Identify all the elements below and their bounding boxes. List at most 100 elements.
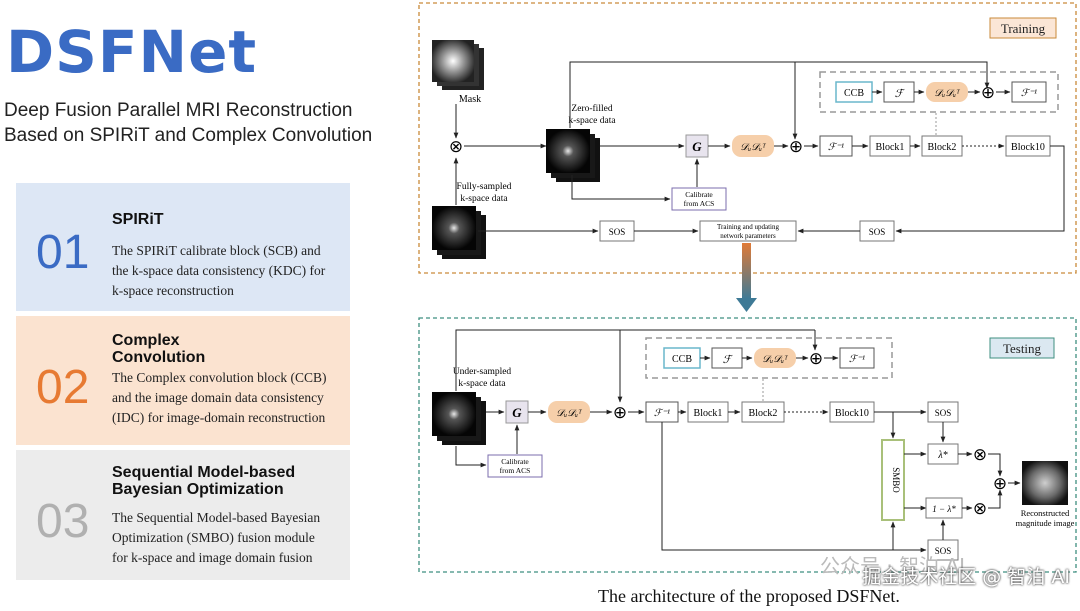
sos-label: SOS bbox=[935, 408, 952, 418]
mask-image bbox=[432, 40, 484, 90]
fft-label: ℱ bbox=[895, 88, 906, 100]
dd-region-testing bbox=[754, 348, 796, 368]
card-title-line: Sequential Model-based bbox=[112, 464, 296, 481]
reconstructed-image bbox=[1022, 461, 1068, 505]
dd-label: 𝒟ᵤ𝒟ᵤᵀ bbox=[934, 88, 961, 99]
reconstructed-label-1: Reconstructed bbox=[1021, 508, 1070, 518]
card-title-line: Bayesian Optimization bbox=[112, 481, 284, 498]
data-consistency-testing bbox=[548, 401, 590, 423]
oplus-fusion: ⊕ bbox=[993, 474, 1007, 493]
calibrate-label: from ACS bbox=[684, 199, 715, 208]
card-title: Complex Convolution bbox=[112, 332, 205, 366]
otimes-top: ⊗ bbox=[973, 445, 987, 464]
card-desc-line: for k-space and image domain fusion bbox=[112, 550, 313, 565]
block1-label: Block1 bbox=[876, 142, 905, 153]
watermark-secondary: 公众号 · 智泊 AI bbox=[820, 554, 966, 578]
card-desc-line: The SPIRiT calibrate block (SCB) and bbox=[112, 243, 321, 258]
card-description: The SPIRiT calibrate block (SCB) and the… bbox=[112, 241, 344, 301]
ifft-label: ℱ⁻¹ bbox=[828, 142, 844, 153]
oplus-ccb-training: ⊕ bbox=[981, 83, 995, 102]
ifft-label: ℱ⁻¹ bbox=[1021, 88, 1037, 99]
subtitle-line-1: Deep Fusion Parallel MRI Reconstruction bbox=[4, 100, 353, 121]
fully-sampled-label-1: Fully-sampled bbox=[457, 182, 512, 192]
calibrate-label: Calibrate bbox=[685, 190, 713, 199]
smbo-block bbox=[881, 439, 905, 521]
zero-filled-label-1: Zero-filled bbox=[571, 103, 612, 114]
training-tag bbox=[989, 17, 1057, 39]
training-update-block bbox=[699, 220, 797, 242]
card-number: 01 bbox=[36, 226, 90, 279]
card-desc-line: The Sequential Model-based Bayesian bbox=[112, 510, 321, 525]
calibrate-block-training bbox=[671, 187, 727, 211]
g-label: G bbox=[692, 139, 702, 154]
zero-filled-kspace bbox=[546, 129, 600, 182]
training-label: Training bbox=[1001, 21, 1046, 36]
fully-sampled-label-2: k-space data bbox=[460, 194, 508, 204]
fft-label: ℱ bbox=[723, 354, 734, 366]
block2-label: Block2 bbox=[749, 408, 778, 419]
oplus-ccb-testing: ⊕ bbox=[809, 349, 823, 368]
ifft-ccb-training bbox=[1011, 81, 1047, 103]
dd-label: 𝒟ᵤ𝒟ᵤᵀ bbox=[556, 408, 583, 419]
card-desc-line: k-space reconstruction bbox=[112, 283, 234, 298]
g-label: G bbox=[512, 405, 522, 420]
ccb-label: CCB bbox=[672, 354, 692, 365]
ccb-region-training bbox=[819, 71, 1059, 113]
training-update-label: Training and updating bbox=[717, 223, 779, 231]
card-title: SPIRiT bbox=[112, 211, 164, 228]
calibrate-label: from ACS bbox=[500, 466, 531, 475]
card-desc-line: Optimization (SMBO) fusion module bbox=[112, 530, 315, 545]
card-title-line: SPIRiT bbox=[112, 211, 164, 228]
card-number: 02 bbox=[36, 361, 90, 414]
card-title: Sequential Model-based Bayesian Optimiza… bbox=[112, 464, 295, 498]
card-desc-line: and the image domain data consistency bbox=[112, 390, 324, 405]
testing-tag bbox=[989, 337, 1055, 359]
ifft-ccb-testing bbox=[839, 347, 875, 369]
diagram-caption: The architecture of the proposed DSFNet. bbox=[598, 586, 900, 606]
ifft-label: ℱ⁻¹ bbox=[654, 408, 670, 419]
block10-label: Block10 bbox=[1011, 142, 1045, 153]
feature-card-smbo: 03 Sequential Model-based Bayesian Optim… bbox=[16, 450, 350, 580]
testing-frame bbox=[418, 317, 1077, 573]
card-desc-line: (IDC) for image-domain reconstruction bbox=[112, 410, 326, 425]
page-subtitle: Deep Fusion Parallel MRI Reconstruction … bbox=[4, 98, 404, 148]
card-title-line: Complex bbox=[112, 332, 180, 349]
fully-sampled-kspace bbox=[432, 206, 486, 259]
ccb-label: CCB bbox=[844, 88, 864, 99]
under-sampled-kspace bbox=[432, 392, 486, 445]
under-sampled-label-1: Under-sampled bbox=[453, 367, 512, 377]
otimes-bottom: ⊗ bbox=[973, 499, 987, 518]
reconstructed-label-2: magnitude image bbox=[1016, 518, 1075, 528]
feature-card-complex-convolution: 02 Complex Convolution The Complex convo… bbox=[16, 316, 350, 445]
zero-filled-label-2: k-space data bbox=[568, 116, 616, 126]
dd-label: 𝒟ᵤ𝒟ᵤᵀ bbox=[740, 142, 767, 153]
ccb-region-testing bbox=[645, 337, 893, 379]
mask-label: Mask bbox=[459, 94, 481, 105]
sos-label: SOS bbox=[609, 227, 626, 237]
sos-label: SOS bbox=[869, 227, 886, 237]
card-desc-line: The Complex convolution block (CCB) bbox=[112, 370, 327, 385]
smbo-label: SMBO bbox=[891, 467, 901, 493]
transition-arrow-head bbox=[736, 298, 757, 312]
page-title: DSFNet bbox=[6, 18, 258, 86]
oplus-training: ⊕ bbox=[789, 137, 803, 156]
sos-label: SOS bbox=[935, 546, 952, 556]
card-description: The Complex convolution block (CCB) and … bbox=[112, 368, 344, 428]
training-update-label: network parameters bbox=[720, 232, 776, 240]
testing-label: Testing bbox=[1003, 341, 1042, 356]
card-description: The Sequential Model-based Bayesian Opti… bbox=[112, 508, 344, 568]
block2-label: Block2 bbox=[928, 142, 957, 153]
dd-region-training bbox=[926, 82, 968, 102]
lambda-label: λ* bbox=[937, 450, 947, 461]
feature-card-spirit: 01 SPIRiT The SPIRiT calibrate block (SC… bbox=[16, 183, 350, 311]
data-consistency-training bbox=[732, 135, 774, 157]
ifft-label: ℱ⁻¹ bbox=[849, 354, 865, 365]
block10-label: Block10 bbox=[835, 408, 869, 419]
one-minus-lambda-label: 1 − λ* bbox=[932, 504, 956, 514]
oplus-testing: ⊕ bbox=[613, 403, 627, 422]
block1-label: Block1 bbox=[694, 408, 723, 419]
card-desc-line: the k-space data consistency (KDC) for bbox=[112, 263, 326, 278]
under-sampled-label-2: k-space data bbox=[458, 379, 506, 389]
watermark: 掘金技术社区 @ 智泊 AI bbox=[862, 566, 1070, 588]
